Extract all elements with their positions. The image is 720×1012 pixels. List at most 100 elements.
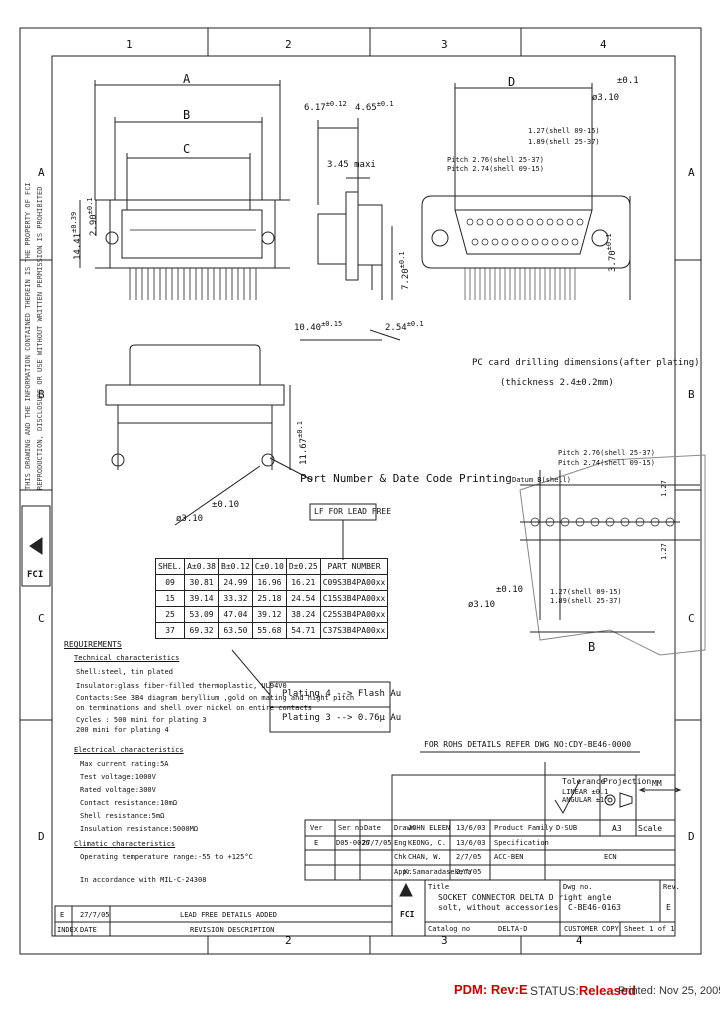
req-line: Rated voltage:300V: [80, 786, 156, 794]
paper-size: A3: [612, 824, 622, 833]
catalog-label: Catalog no: [428, 925, 471, 933]
header-cell: PART NUMBER: [319, 558, 389, 575]
row-label-right-b: B: [688, 388, 695, 401]
header-cell: D±0.25: [285, 558, 321, 575]
dim-254: 2.54±0.1: [385, 320, 424, 333]
table-cell: 30.81: [184, 574, 219, 591]
table-row: 09 30.81 24.99 16.96 16.21 C09S3B4PA00xx: [154, 574, 389, 591]
pitch-right-1: Pitch 2.76(shell 25-37): [558, 449, 655, 457]
row-label-right-d: D: [688, 830, 695, 843]
req-line: Shell resistance:5mΩ: [80, 812, 165, 820]
table-cell: 55.68: [251, 622, 287, 639]
dim-127-a: 1.27: [660, 480, 668, 497]
requirements-title: REQUIREMENTS: [64, 640, 122, 649]
req-line: Max current rating:5A: [80, 760, 169, 768]
col-label-3: 3: [441, 38, 448, 51]
table-cell: C15S3B4PA00xx: [319, 590, 389, 607]
rev-value: E: [666, 903, 671, 912]
dim-d: D: [508, 75, 516, 89]
ecn-ver: E: [314, 839, 319, 847]
table-cell: 54.71: [285, 622, 321, 639]
row-label-right-a: A: [688, 166, 695, 179]
dim-720: 7.20±0.1: [398, 251, 411, 290]
header-cell: C±0.10: [251, 558, 287, 575]
row-label-left-c: C: [38, 612, 45, 625]
table-cell: 25: [154, 606, 186, 623]
col-label-bottom-3: 3: [441, 934, 448, 947]
revision-header-date: DATE: [80, 926, 97, 934]
row-label-left-b: B: [38, 388, 45, 401]
revision-header-desc: REVISION DESCRIPTION: [190, 926, 275, 934]
pitch-mid-2: Pitch 2.74(shell 09-15): [447, 165, 544, 173]
table-cell: C09S3B4PA00xx: [319, 574, 389, 591]
table-cell: 69.32: [184, 622, 219, 639]
pitch-top-1: 1.27(shell 09-15): [528, 127, 600, 135]
pdm-revision: PDM: Rev:E: [454, 982, 528, 997]
dim-a: A: [183, 72, 191, 86]
drawing-title: SOCKET CONNECTOR DELTA D right angle: [438, 893, 612, 902]
header-cell: SHEL.: [154, 558, 186, 575]
table-cell: 15: [154, 590, 186, 607]
req-line: Contact resistance:10mΩ: [80, 799, 177, 807]
drawn-date: 13/6/03: [456, 824, 486, 832]
req-line: Test voltage:1000V: [80, 773, 156, 781]
dim-010-b: ±0.10: [496, 585, 524, 595]
req-line: Contacts:See 3B4 diagram beryllium ,gold…: [76, 694, 355, 702]
drilling-subtitle: (thickness 2.4±0.2mm): [500, 378, 614, 388]
table-cell: C25S3B4PA00xx: [319, 606, 389, 623]
req-line: Climatic characteristics: [74, 840, 176, 848]
table-cell: 38.24: [285, 606, 321, 623]
req-line: Operating temperature range:-55 to +125°…: [80, 853, 253, 861]
req-line: Insulator:glass fiber-filled thermoplast…: [76, 682, 287, 690]
table-cell: 63.50: [218, 622, 253, 639]
row-label-right-c: C: [688, 612, 695, 625]
catalog-value: DELTA-D: [498, 925, 528, 933]
dim-370: 3.70±0.1: [605, 233, 618, 272]
eng-label: Eng: [394, 839, 407, 847]
dim-127-b: 1.27: [660, 543, 668, 560]
req-line: Electrical characteristics: [74, 746, 184, 754]
drawing-title-2: solt, without accessories: [438, 903, 559, 912]
release-status: STATUS:Released: [530, 983, 636, 998]
drawn-label: Drawn: [394, 824, 416, 832]
req-line: Cycles : 500 mini for plating 3: [76, 716, 207, 724]
ecn-serno: D05-0026: [336, 839, 370, 847]
chk-name: CHAN, W.: [408, 853, 442, 861]
plating-3-note: Plating 3 --> 0.76µ Au: [282, 713, 402, 723]
chk-label: Chk: [394, 853, 407, 861]
eng-name: KEONG, C.: [408, 839, 446, 847]
revision-index: E: [60, 911, 65, 919]
dim-b: B: [183, 108, 191, 122]
dim-1167: 11.67±0.1: [296, 421, 309, 465]
table-cell: 25.18: [251, 590, 287, 607]
req-line: 200 mini for plating 4: [76, 726, 169, 734]
req-line: on terminations and shell over nickel on…: [76, 704, 313, 712]
parts-table-header: SHEL. A±0.38 B±0.12 C±0.10 D±0.25 PART N…: [154, 558, 389, 575]
tolerance-angular: ANGULAR ±1°: [562, 796, 609, 804]
side-logo-text: FCI: [27, 570, 44, 580]
col-label-bottom-4: 4: [576, 934, 583, 947]
appr-label: Appr: [394, 868, 411, 876]
row-label-left-a: A: [38, 166, 45, 179]
revision-header-index: INDEX: [57, 926, 79, 934]
dim-617: 6.17±0.12: [304, 100, 347, 113]
spec-value: ACC-BEN: [494, 853, 524, 861]
chk-date: 2/7/05: [456, 853, 482, 861]
printed-date: Printed: Nov 25, 2005: [618, 985, 720, 997]
ecn-label: ECN: [604, 853, 617, 861]
revision-date: 27/7/05: [80, 911, 110, 919]
tolerance-label: Tolerance: [562, 777, 606, 786]
customer-copy: CUSTOMER COPY: [564, 925, 619, 933]
col-label-1: 1: [126, 38, 133, 51]
table-cell: 37: [154, 622, 186, 639]
table-cell: 47.04: [218, 606, 253, 623]
ecn-header-date: Date: [364, 824, 381, 832]
dim-1413: 14.41±0.39: [70, 211, 83, 260]
dwg-no: C-BE46-0163: [568, 903, 621, 912]
table-row: 15 39.14 33.32 25.18 24.54 C15S3B4PA00xx: [154, 590, 389, 607]
pitch-right-3: 1.27(shell 09-15): [550, 588, 622, 596]
req-line: Technical characteristics: [74, 654, 180, 662]
dim-010-a: ±0.10: [212, 500, 240, 510]
pitch-right-2: Pitch 2.74(shell 09-15): [558, 459, 655, 467]
